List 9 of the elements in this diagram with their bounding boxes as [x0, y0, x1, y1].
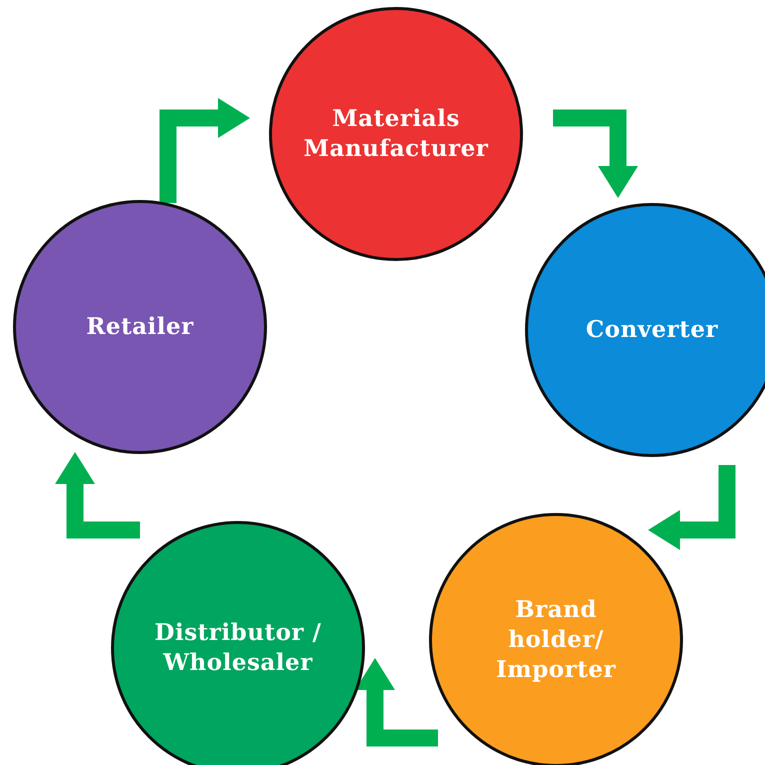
node-label: Distributor / Wholesaler [154, 618, 322, 678]
node-label: Converter [584, 315, 720, 345]
node-label: Retailer [85, 312, 195, 342]
node-label: Materials Manufacturer [302, 104, 490, 164]
bent-arrow [553, 110, 638, 198]
bent-arrow [160, 98, 250, 203]
node-label: Brand holder/ Importer [494, 595, 617, 685]
bent-arrow [55, 452, 140, 538]
bent-arrow [648, 465, 736, 550]
